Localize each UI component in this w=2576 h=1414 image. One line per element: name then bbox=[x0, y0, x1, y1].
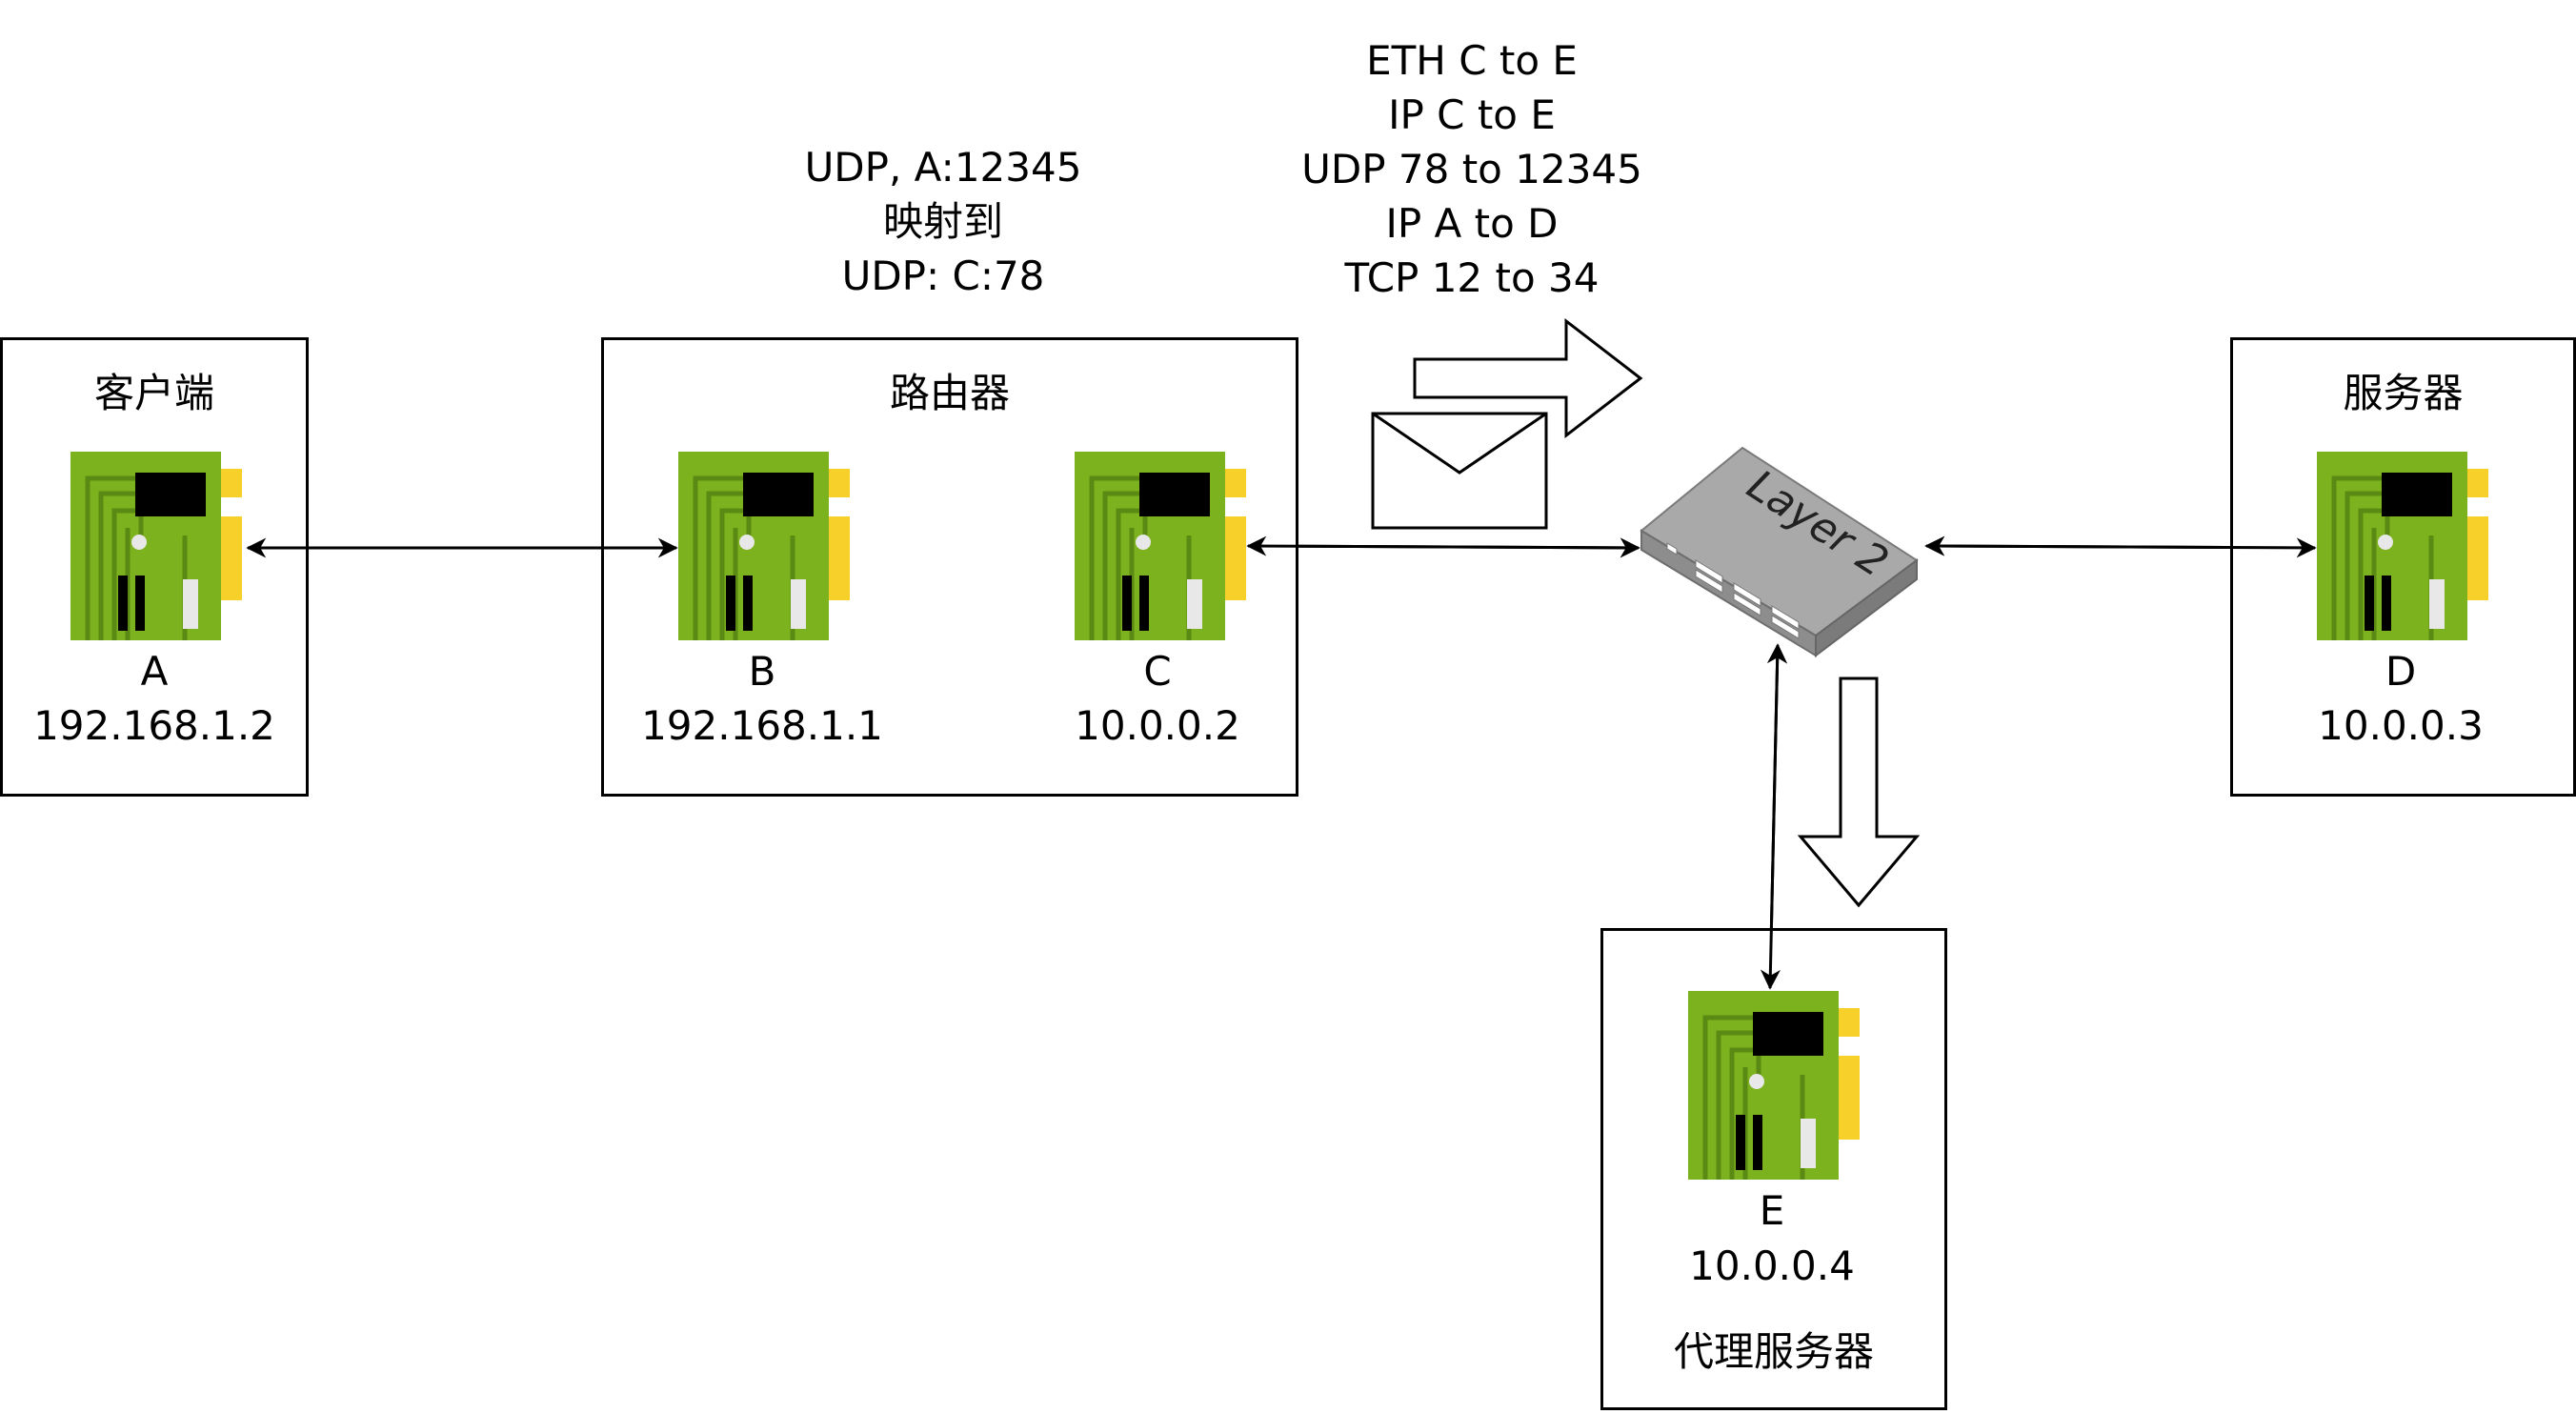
nic-e-name: E bbox=[1759, 1187, 1785, 1234]
nic-e-ip: 10.0.0.4 bbox=[1689, 1242, 1855, 1289]
packet-note-line3: UDP 78 to 12345 bbox=[1301, 146, 1642, 192]
packet-note-line1: ETH C to E bbox=[1366, 37, 1578, 84]
router-title: 路由器 bbox=[889, 370, 1010, 416]
right-arrow-icon bbox=[1413, 317, 1643, 439]
nic-a-name: A bbox=[140, 648, 169, 695]
layer2-switch-icon: Layer 2 bbox=[1640, 446, 1919, 658]
server-title: 服务器 bbox=[2343, 370, 2464, 416]
link-c-switch bbox=[1246, 535, 1640, 558]
packet-note-line5: TCP 12 to 34 bbox=[1344, 254, 1600, 301]
envelope-icon bbox=[1371, 412, 1548, 530]
nic-c-ip: 10.0.0.2 bbox=[1075, 702, 1240, 749]
nat-note-line2: 映射到 bbox=[882, 198, 1003, 245]
proxy-title: 代理服务器 bbox=[1673, 1328, 1874, 1375]
nic-b-name: B bbox=[748, 648, 776, 695]
nic-a-ip: 192.168.1.2 bbox=[33, 702, 275, 749]
nat-note-line3: UDP: C:78 bbox=[841, 252, 1045, 299]
nic-c-name: C bbox=[1143, 648, 1172, 695]
packet-note-line4: IP A to D bbox=[1385, 200, 1559, 247]
down-arrow-icon bbox=[1797, 677, 1921, 908]
nic-d-ip: 10.0.0.3 bbox=[2318, 702, 2484, 749]
nic-b-ip: 192.168.1.1 bbox=[641, 702, 883, 749]
packet-note-line2: IP C to E bbox=[1388, 91, 1556, 138]
nic-d-name: D bbox=[2385, 648, 2417, 695]
client-title: 客户端 bbox=[93, 370, 214, 416]
nat-note-line1: UDP, A:12345 bbox=[804, 144, 1082, 191]
